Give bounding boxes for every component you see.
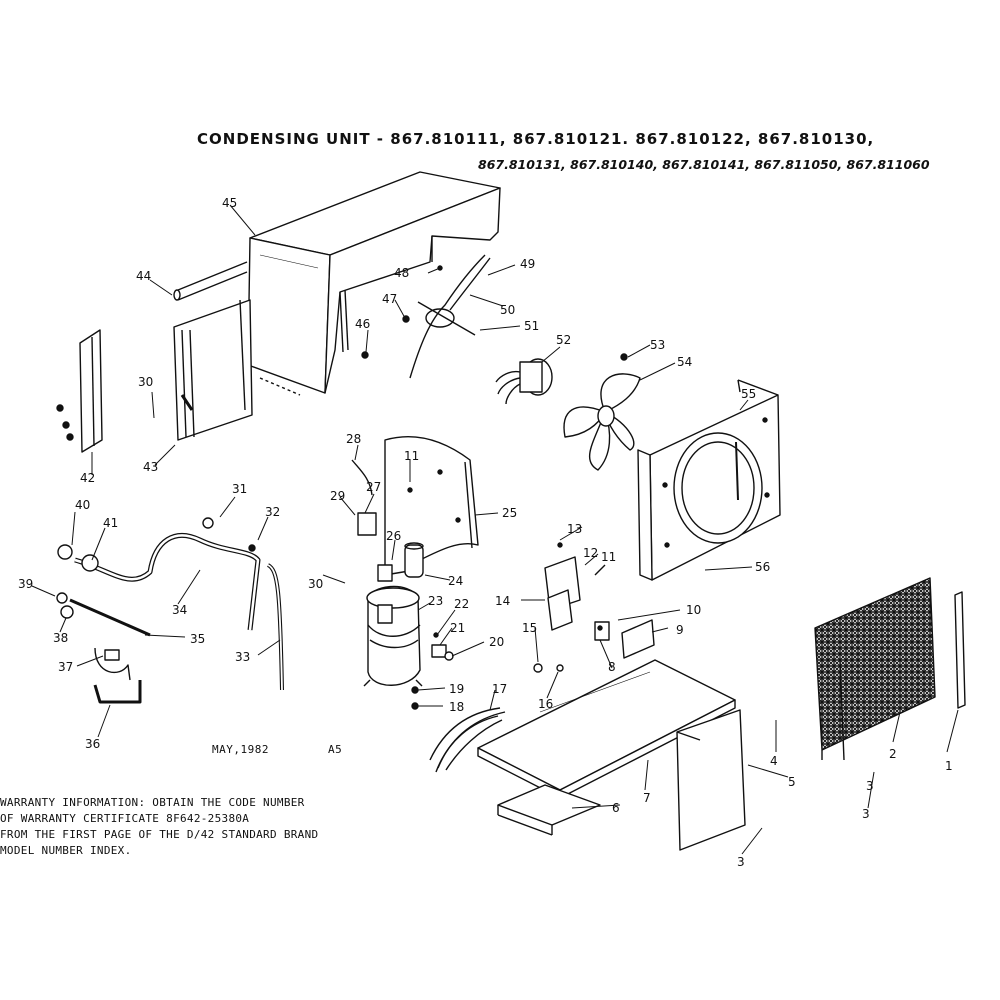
callout-42: 42 <box>80 471 95 485</box>
partition-panel-part <box>384 436 479 576</box>
callout-17: 17 <box>492 682 507 696</box>
rail-part <box>173 261 248 301</box>
callout-36: 36 <box>85 737 100 751</box>
front-panel-part <box>676 709 746 851</box>
callout-33: 33 <box>235 650 250 664</box>
fan-mount-bracket-part <box>361 254 491 379</box>
callout-3: 3 <box>862 807 870 821</box>
callout-41: 41 <box>103 516 118 530</box>
callout-15: 15 <box>522 621 537 635</box>
callout-40: 40 <box>75 498 90 512</box>
callout-44: 44 <box>136 269 151 283</box>
callout-21: 21 <box>450 621 465 635</box>
callout-38: 38 <box>53 631 68 645</box>
callout-4: 4 <box>770 754 778 768</box>
callout-2: 2 <box>889 747 897 761</box>
callout-25: 25 <box>502 506 517 520</box>
callout-11b: 11 <box>601 550 616 564</box>
coil-side-strip-part <box>954 591 966 709</box>
control-bracket-part <box>544 542 606 631</box>
callout-23: 23 <box>428 594 443 608</box>
callout-32: 32 <box>265 505 280 519</box>
callout-14: 14 <box>495 594 510 608</box>
callout-13: 13 <box>567 522 582 536</box>
cabinet-top-part <box>247 171 501 394</box>
callout-28: 28 <box>346 432 361 446</box>
bracket-part <box>56 329 103 453</box>
compressor-part <box>363 585 423 687</box>
callout-46: 46 <box>355 317 370 331</box>
callout-49: 49 <box>520 257 535 271</box>
callout-51: 51 <box>524 319 539 333</box>
callout-18: 18 <box>449 700 464 714</box>
callout-30: 30 <box>138 375 153 389</box>
callout-55: 55 <box>741 387 756 401</box>
callout-22: 22 <box>454 597 469 611</box>
callout-45: 45 <box>222 196 237 210</box>
callout-3b: 3 <box>737 855 745 869</box>
callout-47: 47 <box>382 292 397 306</box>
fan-motor-part <box>495 358 553 405</box>
capacitor-part <box>351 459 424 582</box>
callout-8: 8 <box>608 660 616 674</box>
callout-16: 16 <box>538 697 553 711</box>
wiring-harness-part <box>429 707 506 773</box>
refrigerant-tubing-part <box>56 517 284 704</box>
callout-37: 37 <box>58 660 73 674</box>
callout-43: 43 <box>143 460 158 474</box>
callout-10: 10 <box>686 603 701 617</box>
callout-54: 54 <box>677 355 692 369</box>
warranty-line-2: OF WARRANTY CERTIFICATE 8F642-25380A <box>0 812 250 825</box>
callout-11: 11 <box>404 449 419 463</box>
leader-lines <box>31 204 959 855</box>
base-rail-part <box>497 784 601 836</box>
callout-50: 50 <box>500 303 515 317</box>
diagram-title: CONDENSING UNIT - 867.810111, 867.810121… <box>197 130 875 148</box>
callout-29: 29 <box>330 489 345 503</box>
callout-30b: 30 <box>308 577 323 591</box>
date-label: MAY,1982 <box>212 743 269 756</box>
callout-48: 48 <box>394 266 409 280</box>
callout-26: 26 <box>386 529 401 543</box>
callout-35: 35 <box>190 632 205 646</box>
callout-24: 24 <box>448 574 463 588</box>
condenser-coil-part <box>814 577 936 761</box>
callout-1: 1 <box>945 759 953 773</box>
fan-blade-part <box>563 353 641 471</box>
warranty-line-4: MODEL NUMBER INDEX. <box>0 844 132 857</box>
callout-6: 6 <box>612 801 620 815</box>
callout-53: 53 <box>650 338 665 352</box>
callout-31: 31 <box>232 482 247 496</box>
callout-12: 12 <box>583 546 598 560</box>
callout-19: 19 <box>449 682 464 696</box>
callout-numbers: 1 2 3 3 3 4 5 6 7 8 9 10 11 11 12 13 14 … <box>18 196 953 869</box>
terminal-board-part <box>533 619 655 673</box>
compressor-hardware-part <box>411 632 454 710</box>
callout-27: 27 <box>366 480 381 494</box>
callout-39: 39 <box>18 577 33 591</box>
warranty-line-1: WARRANTY INFORMATION: OBTAIN THE CODE NU… <box>0 796 305 809</box>
fan-shroud-panel-part <box>637 379 781 581</box>
callout-56: 56 <box>755 560 770 574</box>
code-label: A5 <box>328 743 343 756</box>
callout-5: 5 <box>788 775 796 789</box>
callout-52: 52 <box>556 333 571 347</box>
model-numbers-line: 867.810131, 867.810140, 867.810141, 867.… <box>478 157 930 172</box>
warranty-line-3: FROM THE FIRST PAGE OF THE D/42 STANDARD… <box>0 828 319 841</box>
callout-20: 20 <box>489 635 504 649</box>
callout-34: 34 <box>172 603 187 617</box>
warranty-information: WARRANTY INFORMATION: OBTAIN THE CODE NU… <box>0 795 318 859</box>
side-panel-part <box>173 299 301 441</box>
callout-9: 9 <box>676 623 684 637</box>
callout-3c: 3 <box>866 779 874 793</box>
callout-7: 7 <box>643 791 651 805</box>
